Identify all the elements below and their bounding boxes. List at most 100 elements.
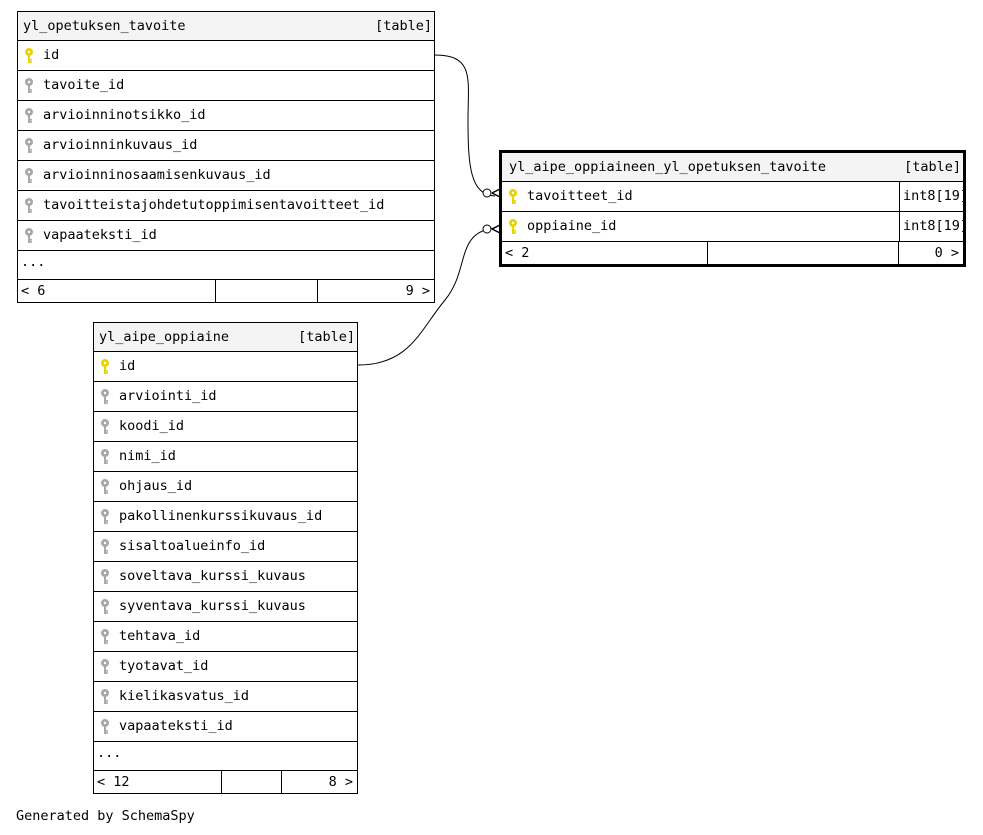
- generated-by-footer: Generated by SchemaSpy: [16, 808, 195, 824]
- more-columns: ...: [18, 251, 434, 280]
- table-name[interactable]: yl_aipe_oppiaine: [99, 329, 230, 345]
- children-count[interactable]: 9 >: [405, 283, 430, 299]
- column-key-icon: [100, 449, 110, 465]
- column-key-icon: [100, 719, 110, 735]
- column-row[interactable]: id: [94, 352, 357, 382]
- column-name[interactable]: arvioinninosaamisenkuvaus_id: [43, 167, 271, 183]
- column-name[interactable]: syventava_kurssi_kuvaus: [119, 598, 306, 614]
- column-name[interactable]: koodi_id: [119, 418, 185, 434]
- footer-divider: [221, 771, 222, 793]
- table-footer: < 12 8 >: [94, 771, 357, 793]
- column-name[interactable]: sisaltoalueinfo_id: [119, 538, 266, 554]
- table-footer: < 6 9 >: [18, 280, 434, 302]
- footer-divider: [215, 280, 216, 302]
- column-row[interactable]: koodi_id: [94, 412, 357, 442]
- column-name[interactable]: vapaateksti_id: [119, 718, 233, 734]
- column-name[interactable]: tehtava_id: [119, 628, 201, 644]
- more-columns: ...: [94, 742, 357, 771]
- column-name[interactable]: arvioinninotsikko_id: [43, 107, 206, 123]
- column-name[interactable]: soveltava_kurssi_kuvaus: [119, 568, 306, 584]
- column-name[interactable]: arviointi_id: [119, 388, 217, 404]
- column-row[interactable]: tavoite_id: [18, 71, 434, 101]
- footer-divider: [707, 242, 708, 264]
- column-key-icon: [100, 389, 110, 405]
- column-key-icon: [100, 479, 110, 495]
- link-tavoitteet-crowfoot: [491, 188, 501, 198]
- column-row[interactable]: ohjaus_id: [94, 472, 357, 502]
- primary-key-icon: [24, 48, 34, 64]
- column-name[interactable]: id: [43, 47, 60, 63]
- link-oppiaine-endpoint: [482, 224, 492, 234]
- footer-divider: [317, 280, 318, 302]
- table-header[interactable]: yl_opetuksen_tavoite [table]: [18, 12, 434, 41]
- parents-count[interactable]: < 6: [21, 283, 46, 299]
- column-key-icon: [24, 228, 34, 244]
- column-name[interactable]: tavoitteistajohdetutoppimisentavoitteet_…: [43, 197, 385, 213]
- children-count[interactable]: 8 >: [328, 774, 353, 790]
- column-row[interactable]: oppiaine_id int8[19]: [502, 212, 968, 242]
- column-name[interactable]: tavoitteet_id: [527, 188, 633, 204]
- column-row[interactable]: arvioinninosaamisenkuvaus_id: [18, 161, 434, 191]
- table-yl-aipe-oppiaineen-yl-opetuksen-tavoite[interactable]: yl_aipe_oppiaineen_yl_opetuksen_tavoite …: [499, 150, 968, 267]
- parents-count[interactable]: < 2: [505, 245, 530, 261]
- table-footer: < 2 0 >: [502, 242, 963, 264]
- column-name[interactable]: kielikasvatus_id: [119, 688, 250, 704]
- column-row[interactable]: vapaateksti_id: [18, 221, 434, 251]
- column-name[interactable]: arvioinninkuvaus_id: [43, 137, 198, 153]
- table-name[interactable]: yl_opetuksen_tavoite: [23, 18, 186, 34]
- column-name[interactable]: vapaateksti_id: [43, 227, 157, 243]
- column-type: int8[19]: [899, 182, 968, 211]
- column-key-icon: [24, 108, 34, 124]
- column-key-icon: [24, 198, 34, 214]
- column-name[interactable]: tavoite_id: [43, 77, 125, 93]
- column-row[interactable]: kielikasvatus_id: [94, 682, 357, 712]
- primary-key-icon: [100, 359, 110, 375]
- column-key-icon: [100, 539, 110, 555]
- column-row[interactable]: arvioinninkuvaus_id: [18, 131, 434, 161]
- children-count[interactable]: 0 >: [934, 245, 959, 261]
- column-name[interactable]: oppiaine_id: [527, 218, 617, 234]
- column-key-icon: [24, 138, 34, 154]
- table-name[interactable]: yl_aipe_oppiaineen_yl_opetuksen_tavoite: [509, 159, 826, 175]
- footer-divider: [898, 242, 899, 264]
- table-yl-opetuksen-tavoite[interactable]: yl_opetuksen_tavoite [table] id tavoite_i…: [17, 11, 435, 303]
- column-name[interactable]: id: [119, 358, 136, 374]
- link-tavoitteet-to-opetuksen-tavoite: [434, 54, 496, 197]
- link-oppiaine-to-aipe-oppiaine: [357, 227, 496, 366]
- column-type: int8[19]: [899, 212, 968, 241]
- column-row[interactable]: tyotavat_id: [94, 652, 357, 682]
- column-row[interactable]: pakollinenkurssikuvaus_id: [94, 502, 357, 532]
- column-row[interactable]: arviointi_id: [94, 382, 357, 412]
- column-name[interactable]: ohjaus_id: [119, 478, 193, 494]
- column-row[interactable]: id: [18, 41, 434, 71]
- table-header[interactable]: yl_aipe_oppiaineen_yl_opetuksen_tavoite …: [502, 153, 963, 182]
- column-row[interactable]: vapaateksti_id: [94, 712, 357, 742]
- column-name[interactable]: tyotavat_id: [119, 658, 209, 674]
- table-kind: [table]: [375, 18, 432, 34]
- table-kind: [table]: [904, 159, 961, 175]
- column-row[interactable]: tavoitteistajohdetutoppimisentavoitteet_…: [18, 191, 434, 221]
- column-name[interactable]: pakollinenkurssikuvaus_id: [119, 508, 323, 524]
- column-row[interactable]: nimi_id: [94, 442, 357, 472]
- column-row[interactable]: syventava_kurssi_kuvaus: [94, 592, 357, 622]
- parents-count[interactable]: < 12: [97, 774, 130, 790]
- column-key-icon: [100, 659, 110, 675]
- column-name[interactable]: nimi_id: [119, 448, 176, 464]
- column-row[interactable]: tavoitteet_id int8[19]: [502, 182, 968, 212]
- link-oppiaine-crowfoot: [491, 224, 501, 234]
- table-header[interactable]: yl_aipe_oppiaine [table]: [94, 323, 357, 352]
- primary-key-icon: [508, 189, 518, 205]
- column-key-icon: [100, 629, 110, 645]
- column-row[interactable]: soveltava_kurssi_kuvaus: [94, 562, 357, 592]
- column-key-icon: [100, 689, 110, 705]
- column-key-icon: [100, 509, 110, 525]
- footer-divider: [281, 771, 282, 793]
- column-row[interactable]: sisaltoalueinfo_id: [94, 532, 357, 562]
- column-key-icon: [100, 599, 110, 615]
- column-row[interactable]: tehtava_id: [94, 622, 357, 652]
- primary-key-icon: [508, 219, 518, 235]
- column-row[interactable]: arvioinninotsikko_id: [18, 101, 434, 131]
- column-key-icon: [100, 569, 110, 585]
